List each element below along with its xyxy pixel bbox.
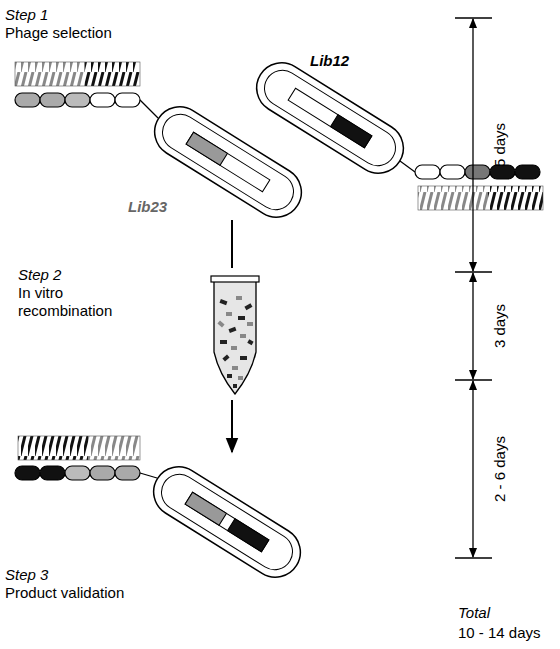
total-value: 10 - 14 days [458,624,541,642]
reaction-tube [211,276,259,394]
dna-helix [18,436,140,460]
duration-label: 2 - 6 days [491,436,509,502]
phage-capsule [247,53,413,182]
duration-label: 5 days [491,123,509,167]
duration-label: 3 days [491,304,509,348]
gene-segments [15,93,140,107]
library-label: Lib12 [310,52,349,70]
flow-line [231,220,233,268]
flow-arrow [231,400,233,452]
dna-helix [418,186,543,210]
phage-tail [140,100,158,118]
step-label: Step 3 [5,566,48,584]
step-title: Product validation [5,584,124,602]
timeline [455,18,492,558]
step-title: In vitro recombination [18,284,128,320]
phage-capsule [144,457,310,586]
library-label: Lib23 [128,198,167,216]
phage-tail [140,473,157,478]
step-label: Step 2 [18,266,61,284]
gene-segments [415,165,540,179]
step-label: Step 1 [5,6,48,24]
gene-segments [15,466,140,480]
step-title: Phage selection [5,24,112,42]
phage-tail [400,161,415,172]
dna-helix [15,62,140,86]
total-label: Total [458,604,490,622]
